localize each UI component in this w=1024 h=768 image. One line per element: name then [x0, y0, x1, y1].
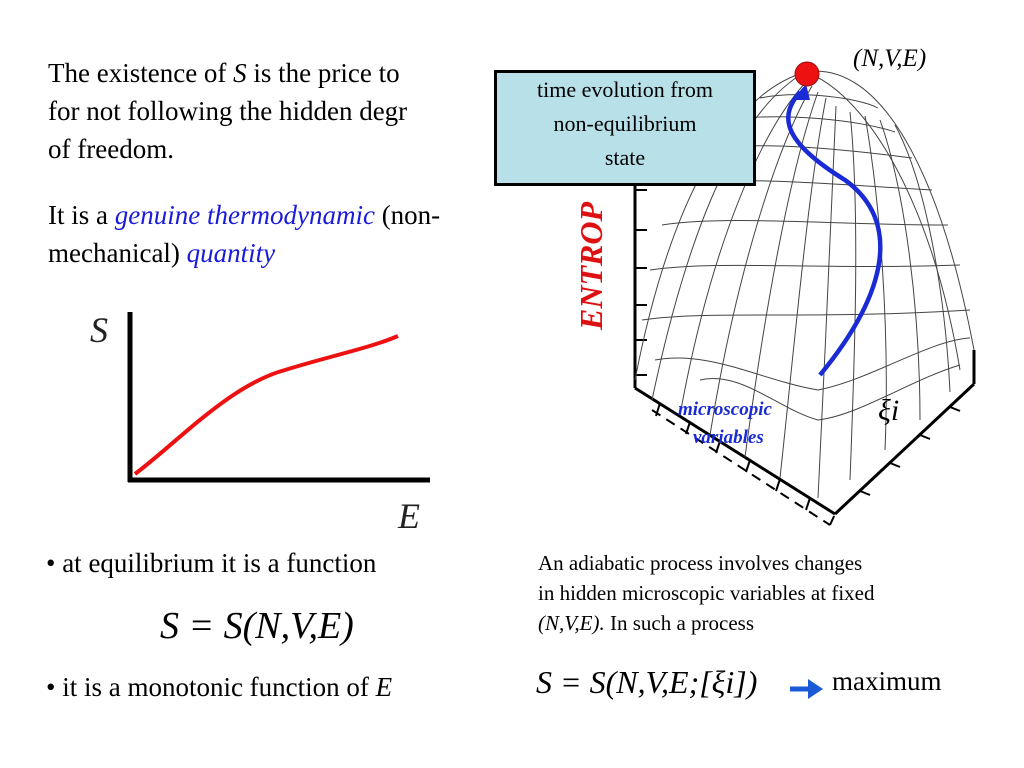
- bullet-equilibrium: • at equilibrium it is a function: [46, 548, 377, 578]
- time-evolution-callout: time evolution from non-equilibrium stat…: [494, 70, 756, 186]
- nve-label: (N,V,E): [853, 45, 926, 72]
- adiabatic-caption: An adiabatic process involves changes in…: [538, 548, 1018, 638]
- caption-line-3: (N,V,E). In such a process: [538, 611, 754, 635]
- bullet-monotonic: • it is a monotonic function of E: [46, 672, 393, 702]
- graph-x-label: E: [397, 496, 420, 536]
- intro-line-2: for not following the hidden degr: [48, 96, 408, 126]
- surface-frame: [633, 140, 976, 516]
- entropy-axis-label: ENTROP: [573, 202, 609, 331]
- intro-line-1: The existence of S is the price to: [48, 58, 400, 88]
- maximum-arrow: [790, 679, 823, 699]
- maximum-label: maximum: [832, 666, 942, 696]
- callout-line-3: state: [604, 145, 646, 170]
- genuine-text: It is a genuine thermodynamic (non- mech…: [48, 196, 568, 272]
- genuine-line-1: It is a genuine thermodynamic (non-: [48, 200, 441, 230]
- equation-adiabatic: S = S(N,V,E;[ξi]): [536, 664, 758, 700]
- caption-line-1: An adiabatic process involves changes: [538, 551, 863, 575]
- intro-text: The existence of S is the price to for n…: [48, 54, 518, 168]
- callout-line-1: time evolution from: [537, 77, 713, 102]
- micro-variables-label-2: variables: [693, 427, 764, 448]
- graph-curve: [133, 334, 399, 476]
- xi-axis-label: ξi: [878, 394, 899, 427]
- evolution-arrowhead: [792, 84, 810, 100]
- intro-line-3: of freedom.: [48, 134, 174, 164]
- entropy-energy-graph: S E: [90, 310, 430, 536]
- bottom-axis-ticks: [655, 402, 961, 511]
- evolution-path: [786, 90, 883, 377]
- micro-variables-label-1: microscopic: [678, 399, 772, 420]
- graph-y-label: S: [90, 310, 108, 350]
- equilibrium-point: [794, 61, 820, 87]
- caption-line-2: in hidden microscopic variables at fixed: [538, 581, 875, 605]
- vertical-axis-ticks: [635, 189, 647, 376]
- callout-line-2: non-equilibrium: [553, 111, 697, 136]
- equation-equilibrium: S = S(N,V,E): [160, 605, 354, 647]
- surface-dashed-edges: [651, 409, 836, 526]
- genuine-line-2: mechanical) quantity: [48, 238, 276, 268]
